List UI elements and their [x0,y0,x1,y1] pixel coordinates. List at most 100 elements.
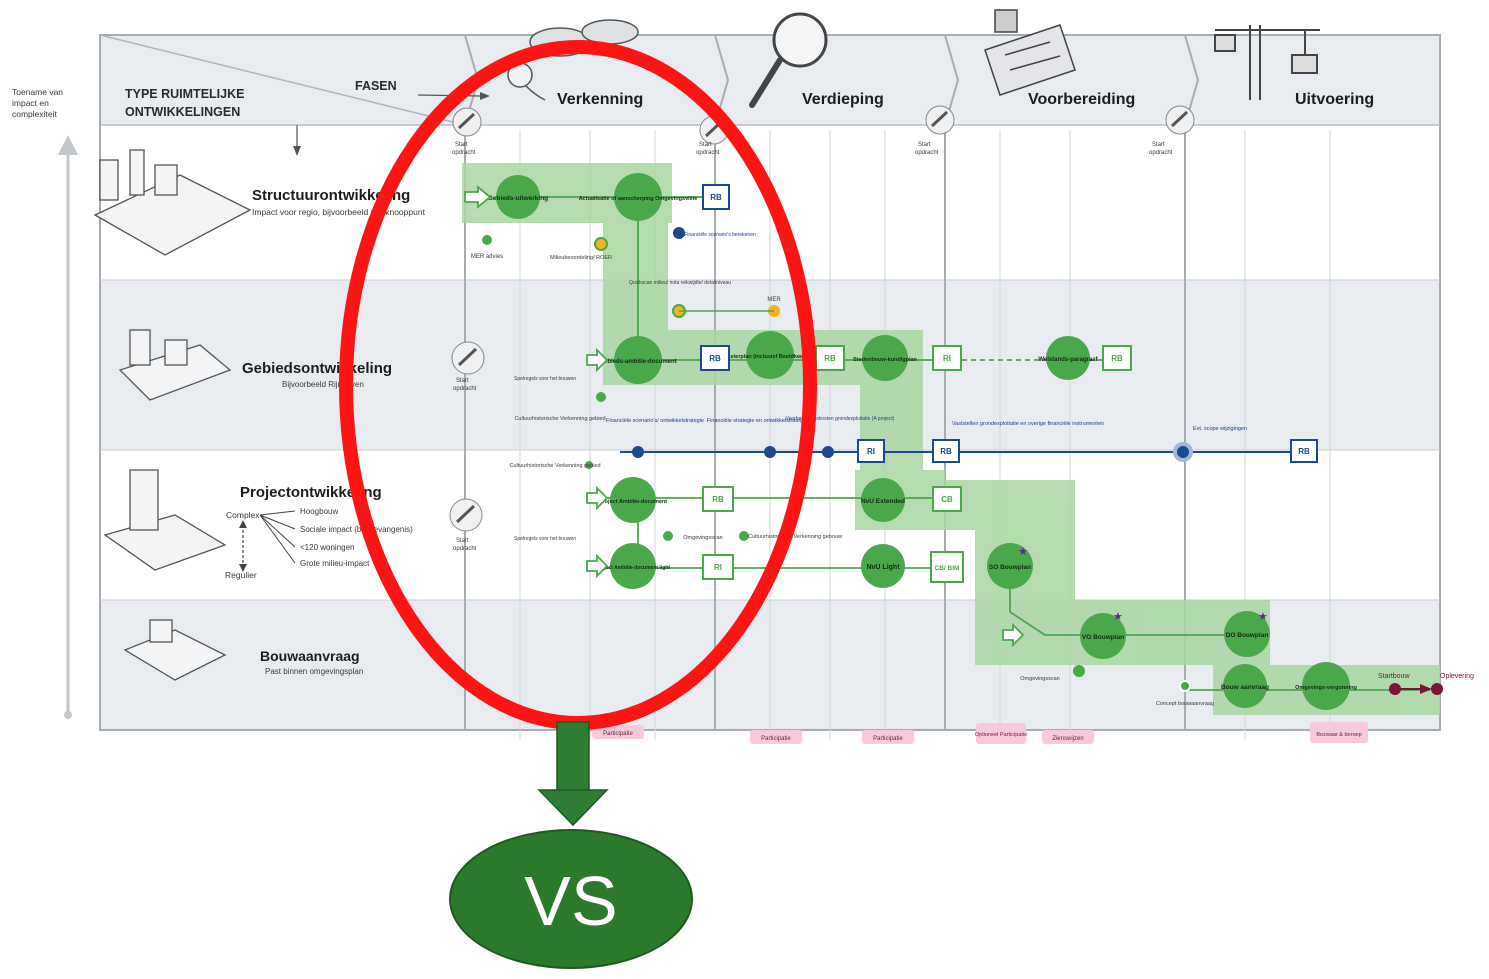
criteria-regulier: Regulier [225,570,257,580]
arrow-down-icon [537,721,609,827]
decision-box-labels: RB RB RB RI RB RI RB RB RB CB RI CB/ BIM [709,193,1310,572]
lane-title-gebied: Gebiedsontwikkeling [242,360,392,377]
start-label: Start [456,538,469,544]
start-markers: Start opdracht Start opdracht Start opdr… [449,105,1195,552]
arrow-right-icon [1002,622,1025,648]
lane-subtitle-bouwaanvraag: Past binnen omgevingsplan [265,667,363,676]
star-markers: ★ ★ ★ [1018,546,1268,623]
lane-title-structuur: Structuurontwikkeling [252,187,410,204]
box-rb: RB [940,447,952,456]
magnifier-illustration [749,12,828,108]
lane-title-project: Projectontwikkeling [240,484,382,501]
node-masterplan [746,331,794,379]
lane-title-bouwaanvraag: Bouwaanvraag [260,648,360,664]
node-gebiedsuitwerking [496,175,540,219]
lane-subtitle-structuur: Impact voor regio, bijvoorbeeld OV knoop… [252,207,426,217]
crane-illustration [1214,25,1320,100]
phases-label: FASEN [355,79,397,93]
note-cultuurhistorische-gebied: Cultuurhistorische Verkenning gebied [514,416,605,422]
milestone-dots [482,227,1191,692]
node-project-ambitie [610,477,656,523]
box-rb: RB [710,193,722,202]
project-criteria: Complex Regulier Hoogbouw Sociale impact… [225,507,413,580]
gavel-icon [1165,105,1195,135]
start-label-2: opdracht [453,546,477,552]
note-financiele-strategie: Financiële strategie en ontwikkelstrateg… [707,418,808,424]
vs-label: VS [524,862,617,940]
axis-label-line-2: impact en [12,98,49,108]
criteria-item-1: Hoogbouw [300,507,338,516]
node-vo-bouwplan [1080,613,1126,659]
node-nvu-extended [861,478,905,522]
phase-uitvoering: Uitvoering [1295,91,1374,108]
note-omgevingsscan: Omgevingsscan [683,535,722,541]
note-vaststellen-grex: Vaststellen grondexploitatie en overige … [952,421,1104,427]
start-label: Start [456,378,469,384]
tag-participatie-2: Participatie [761,736,791,742]
type-label-line-2: ONTWIKKELINGEN [125,105,240,119]
note-mer-advies: MER advies [471,254,503,260]
entry-arrows [464,185,1025,648]
node-label-welstand: Welstands-paragraaf [1038,357,1098,363]
box-rb: RB [712,495,724,504]
box-rb: RB [1111,354,1123,363]
phase-verkenning: Verkenning [557,91,643,108]
node-omgevingsvergunning [1302,662,1350,710]
note-mer: MER [767,297,781,303]
arrow-right-icon [586,485,609,511]
start-label-2: opdracht [452,150,476,156]
node-actualisatie [614,173,662,221]
axis-label-line-1: Toename van [12,87,63,97]
criteria-item-4: Grote milieu-impact [300,559,370,568]
drawings-illustration [984,9,1076,96]
note-omgevingsscan-bouw: Omgevingsscan [1020,676,1059,682]
node-label-masterplan: Masterplan (inclusief Beeldkwaliteit) [723,354,818,360]
note-financiele-berekenen: Financiële scenario's berekenen [684,232,756,238]
node-label-so-bouwplan: SO Bouwplan [989,564,1031,571]
phase-voorbereiding: Voorbereiding [1028,91,1135,108]
gavel-icon [925,105,955,135]
node-do-bouwplan [1224,611,1270,657]
box-cb: CB [941,495,953,504]
arrow-right-icon [586,347,609,373]
phase-verdieping: Verdieping [802,91,884,108]
box-ri: RI [943,354,951,363]
tag-participatie-3: Participatie [873,736,903,742]
node-bouwaanvraag [1223,664,1267,708]
note-quickscan: Quickscan milieu/ nota reikwijdte/ detai… [629,280,731,286]
vertical-guides [519,130,1331,740]
startbouw-label: Startbouw [1378,673,1410,680]
bottom-tags [592,722,1368,744]
start-label-2: opdracht [1149,150,1173,156]
criteria-item-2: Sociale impact (bv. gevangenis) [300,525,413,534]
completion-markers: Startbouw Oplevering [1378,673,1474,695]
note-cultuurhistorische-project: Cultuurhistorische Verkenning gebied [509,463,600,469]
node-welstand [1046,336,1090,380]
node-label-gebieds-ambitie: Gebieds-ambitie-document [599,359,676,365]
start-label-2: opdracht [696,150,720,156]
impact-axis: Toename van impact en complexiteit [12,87,78,719]
tag-optioneel: Optioneel Participatie [975,732,1027,738]
start-label: Start [1152,142,1165,148]
box-ri: RI [867,447,875,456]
node-label-project-ambitie-light: Project Ambitie-document light [596,565,670,571]
node-label-nvu-light: NvU Light [866,564,900,571]
arrow-right-icon [586,553,609,579]
gavel-icon [452,107,482,137]
note-milieubeoordeling: Milieubeoordeling/ ROER [550,255,612,261]
node-label-gebiedsuitwerking: Gebieds-uitwerking [488,195,548,202]
process-nodes [496,173,1350,710]
criteria-item-3: <120 woningen [300,543,355,552]
start-label-2: opdracht [915,150,939,156]
node-so-bouwplan [987,543,1033,589]
box-rb: RB [824,354,836,363]
star-icon: ★ [1113,611,1123,623]
lane-subtitle-gebied: Bijvoorbeeld Rijnhaven [282,380,364,389]
start-label-2: opdracht [453,386,477,392]
blue-timeline [620,442,1310,462]
note-spelregels-project: Spelregels voor het bouwen [514,536,576,542]
lane-illustrations [93,149,252,681]
node-label-bouwaanvraag: Bouw aanvraag [1221,684,1269,691]
box-ri: RI [714,563,722,572]
node-label-do-bouwplan: DO Bouwplan [1226,632,1269,639]
